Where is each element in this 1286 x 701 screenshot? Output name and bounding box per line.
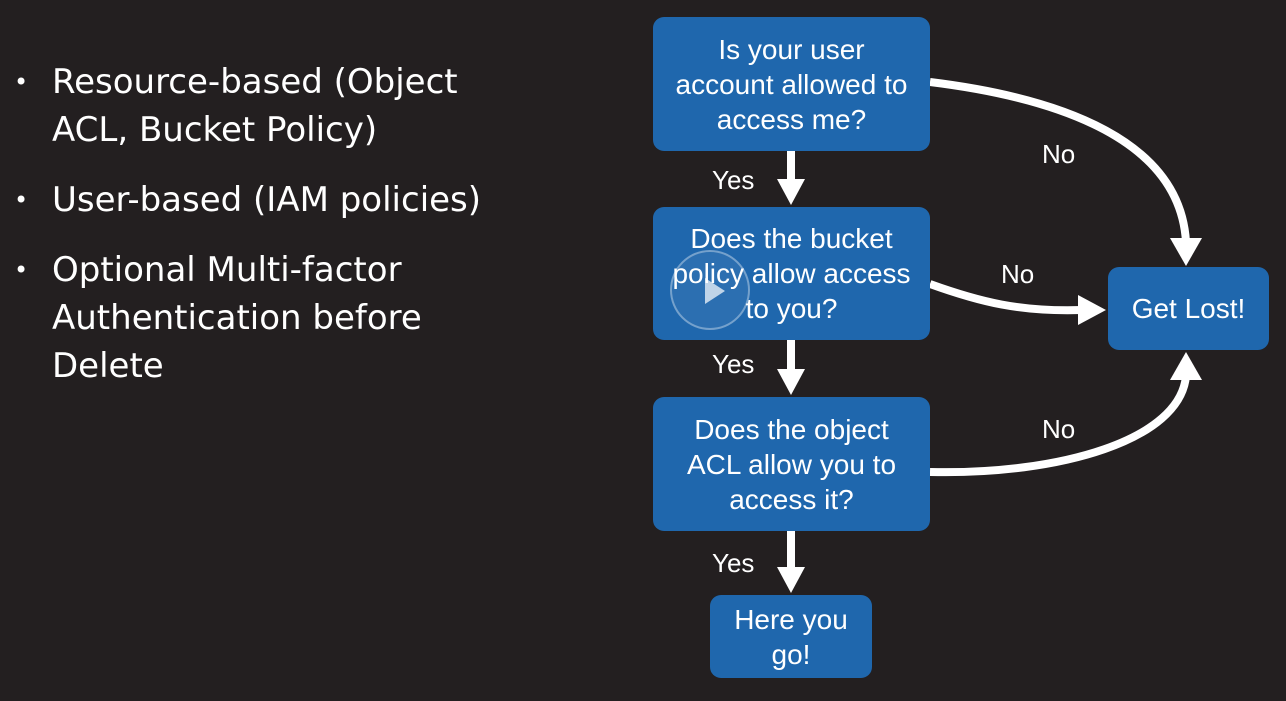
- node-text-line: Does the object: [694, 413, 889, 445]
- node-text-line: Here you: [734, 603, 848, 635]
- edge-label-no: No: [1001, 259, 1035, 289]
- arrow-acl-yes: [777, 531, 805, 593]
- bullet-line: Delete: [52, 346, 164, 386]
- edge-label-no: No: [1042, 139, 1076, 169]
- node-text-line: ACL allow you to: [686, 448, 897, 480]
- arrow-bucket-no: [928, 280, 1106, 325]
- node-text-line: Is your user: [718, 33, 865, 65]
- node-text-line: go!: [771, 638, 811, 670]
- arrow-acl-no: [929, 352, 1202, 477]
- bullet-marker: •: [14, 68, 29, 96]
- edge-label-no: No: [1042, 414, 1076, 444]
- bullet-line: Authentication before: [52, 298, 422, 338]
- node-user-check: Is your user account allowed to access m…: [653, 17, 930, 151]
- bullet-marker: •: [14, 256, 29, 284]
- bullet-line: Resource-based (Object: [52, 62, 458, 102]
- node-text-line: access it?: [729, 483, 854, 515]
- bullet-resource-based: • Resource-based (Object ACL, Bucket Pol…: [0, 58, 620, 154]
- bullet-line: User-based (IAM policies): [52, 180, 482, 220]
- edge-label-yes: Yes: [712, 349, 755, 379]
- play-icon: [705, 278, 725, 304]
- node-granted: Here you go!: [710, 595, 872, 678]
- arrow-bucket-yes: [777, 340, 805, 395]
- node-text-line: Get Lost!: [1131, 293, 1246, 324]
- bullet-mfa: • Optional Multi-factor Authentication b…: [0, 246, 620, 390]
- bullet-list: • Resource-based (Object ACL, Bucket Pol…: [0, 58, 620, 412]
- bullet-line: Optional Multi-factor: [52, 250, 402, 290]
- arrow-user-no: [929, 78, 1202, 266]
- bullet-line: ACL, Bucket Policy): [52, 110, 378, 150]
- node-text-line: access me?: [716, 103, 867, 135]
- node-text-line: account allowed to: [675, 68, 908, 100]
- node-denied: Get Lost!: [1108, 267, 1269, 350]
- edge-label-yes: Yes: [712, 165, 755, 195]
- edge-label-yes: Yes: [712, 548, 755, 578]
- arrow-user-yes: [777, 151, 805, 205]
- node-acl-check: Does the object ACL allow you to access …: [653, 397, 930, 531]
- bullet-user-based: • User-based (IAM policies): [0, 176, 620, 224]
- node-text-line: to you?: [745, 293, 838, 324]
- play-button[interactable]: [670, 250, 750, 330]
- node-text-line: Does the bucket: [690, 223, 893, 254]
- bullet-marker: •: [14, 186, 29, 214]
